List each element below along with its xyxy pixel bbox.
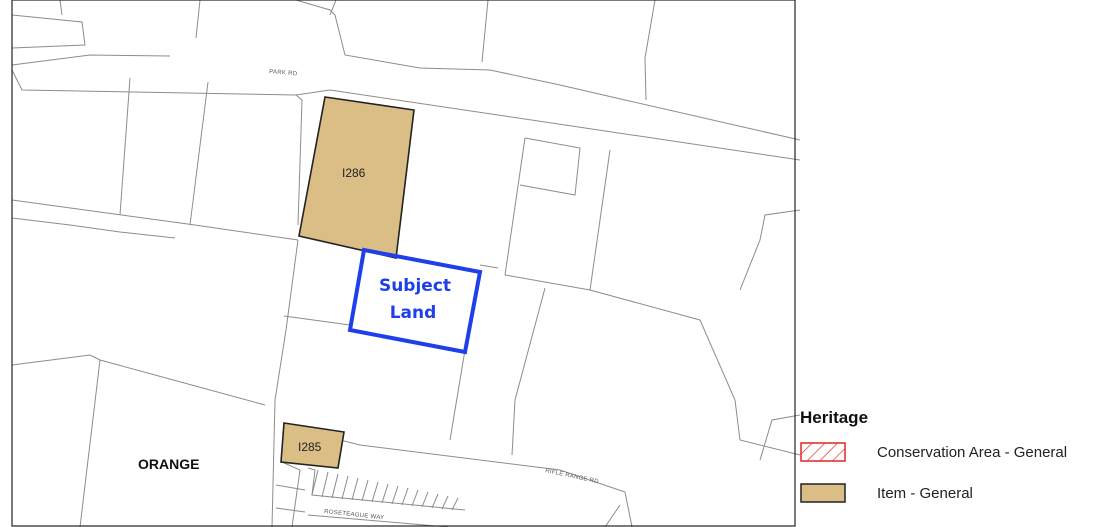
legend-label-conservation-area: Conservation Area - General: [877, 443, 1068, 461]
heritage-item-I286-label: I286: [342, 166, 366, 180]
heritage-map: I286 I285 Subject Land PARK RD RIFLE RAN…: [11, 0, 800, 527]
suburb-label: ORANGE: [138, 456, 199, 472]
road-label-park-rd: PARK RD: [269, 69, 298, 77]
heritage-item-I285-label: I285: [298, 440, 322, 454]
subject-land-outline: [347, 247, 483, 355]
subject-land-label-line1: Subject: [379, 276, 451, 296]
legend-entry-item-general: Item - General: [800, 483, 1117, 503]
road-label-rifle-range-rd: RIFLE RANGE RD: [545, 468, 600, 485]
legend-entry-conservation-area: Conservation Area - General: [800, 442, 1117, 462]
map-frame: [11, 0, 796, 527]
tan-fill-swatch-icon: [800, 483, 846, 503]
subject-land-label-line2: Land: [390, 303, 437, 323]
legend-label-item-general: Item - General: [877, 484, 973, 502]
legend-title: Heritage: [800, 408, 869, 427]
heritage-item-I285-parcel: [280, 422, 345, 469]
heritage-item-I286[interactable]: I286: [298, 96, 415, 259]
heritage-item-I285[interactable]: I285: [280, 422, 345, 469]
red-hatch-swatch-icon: [800, 442, 846, 462]
legend: Heritage Conservation Area - General Ite…: [800, 408, 1117, 524]
subject-land[interactable]: Subject Land: [347, 247, 483, 355]
cadastral-boundaries: [11, 0, 800, 527]
road-label-roseteague-way: ROSETEAGUE WAY: [324, 509, 385, 521]
